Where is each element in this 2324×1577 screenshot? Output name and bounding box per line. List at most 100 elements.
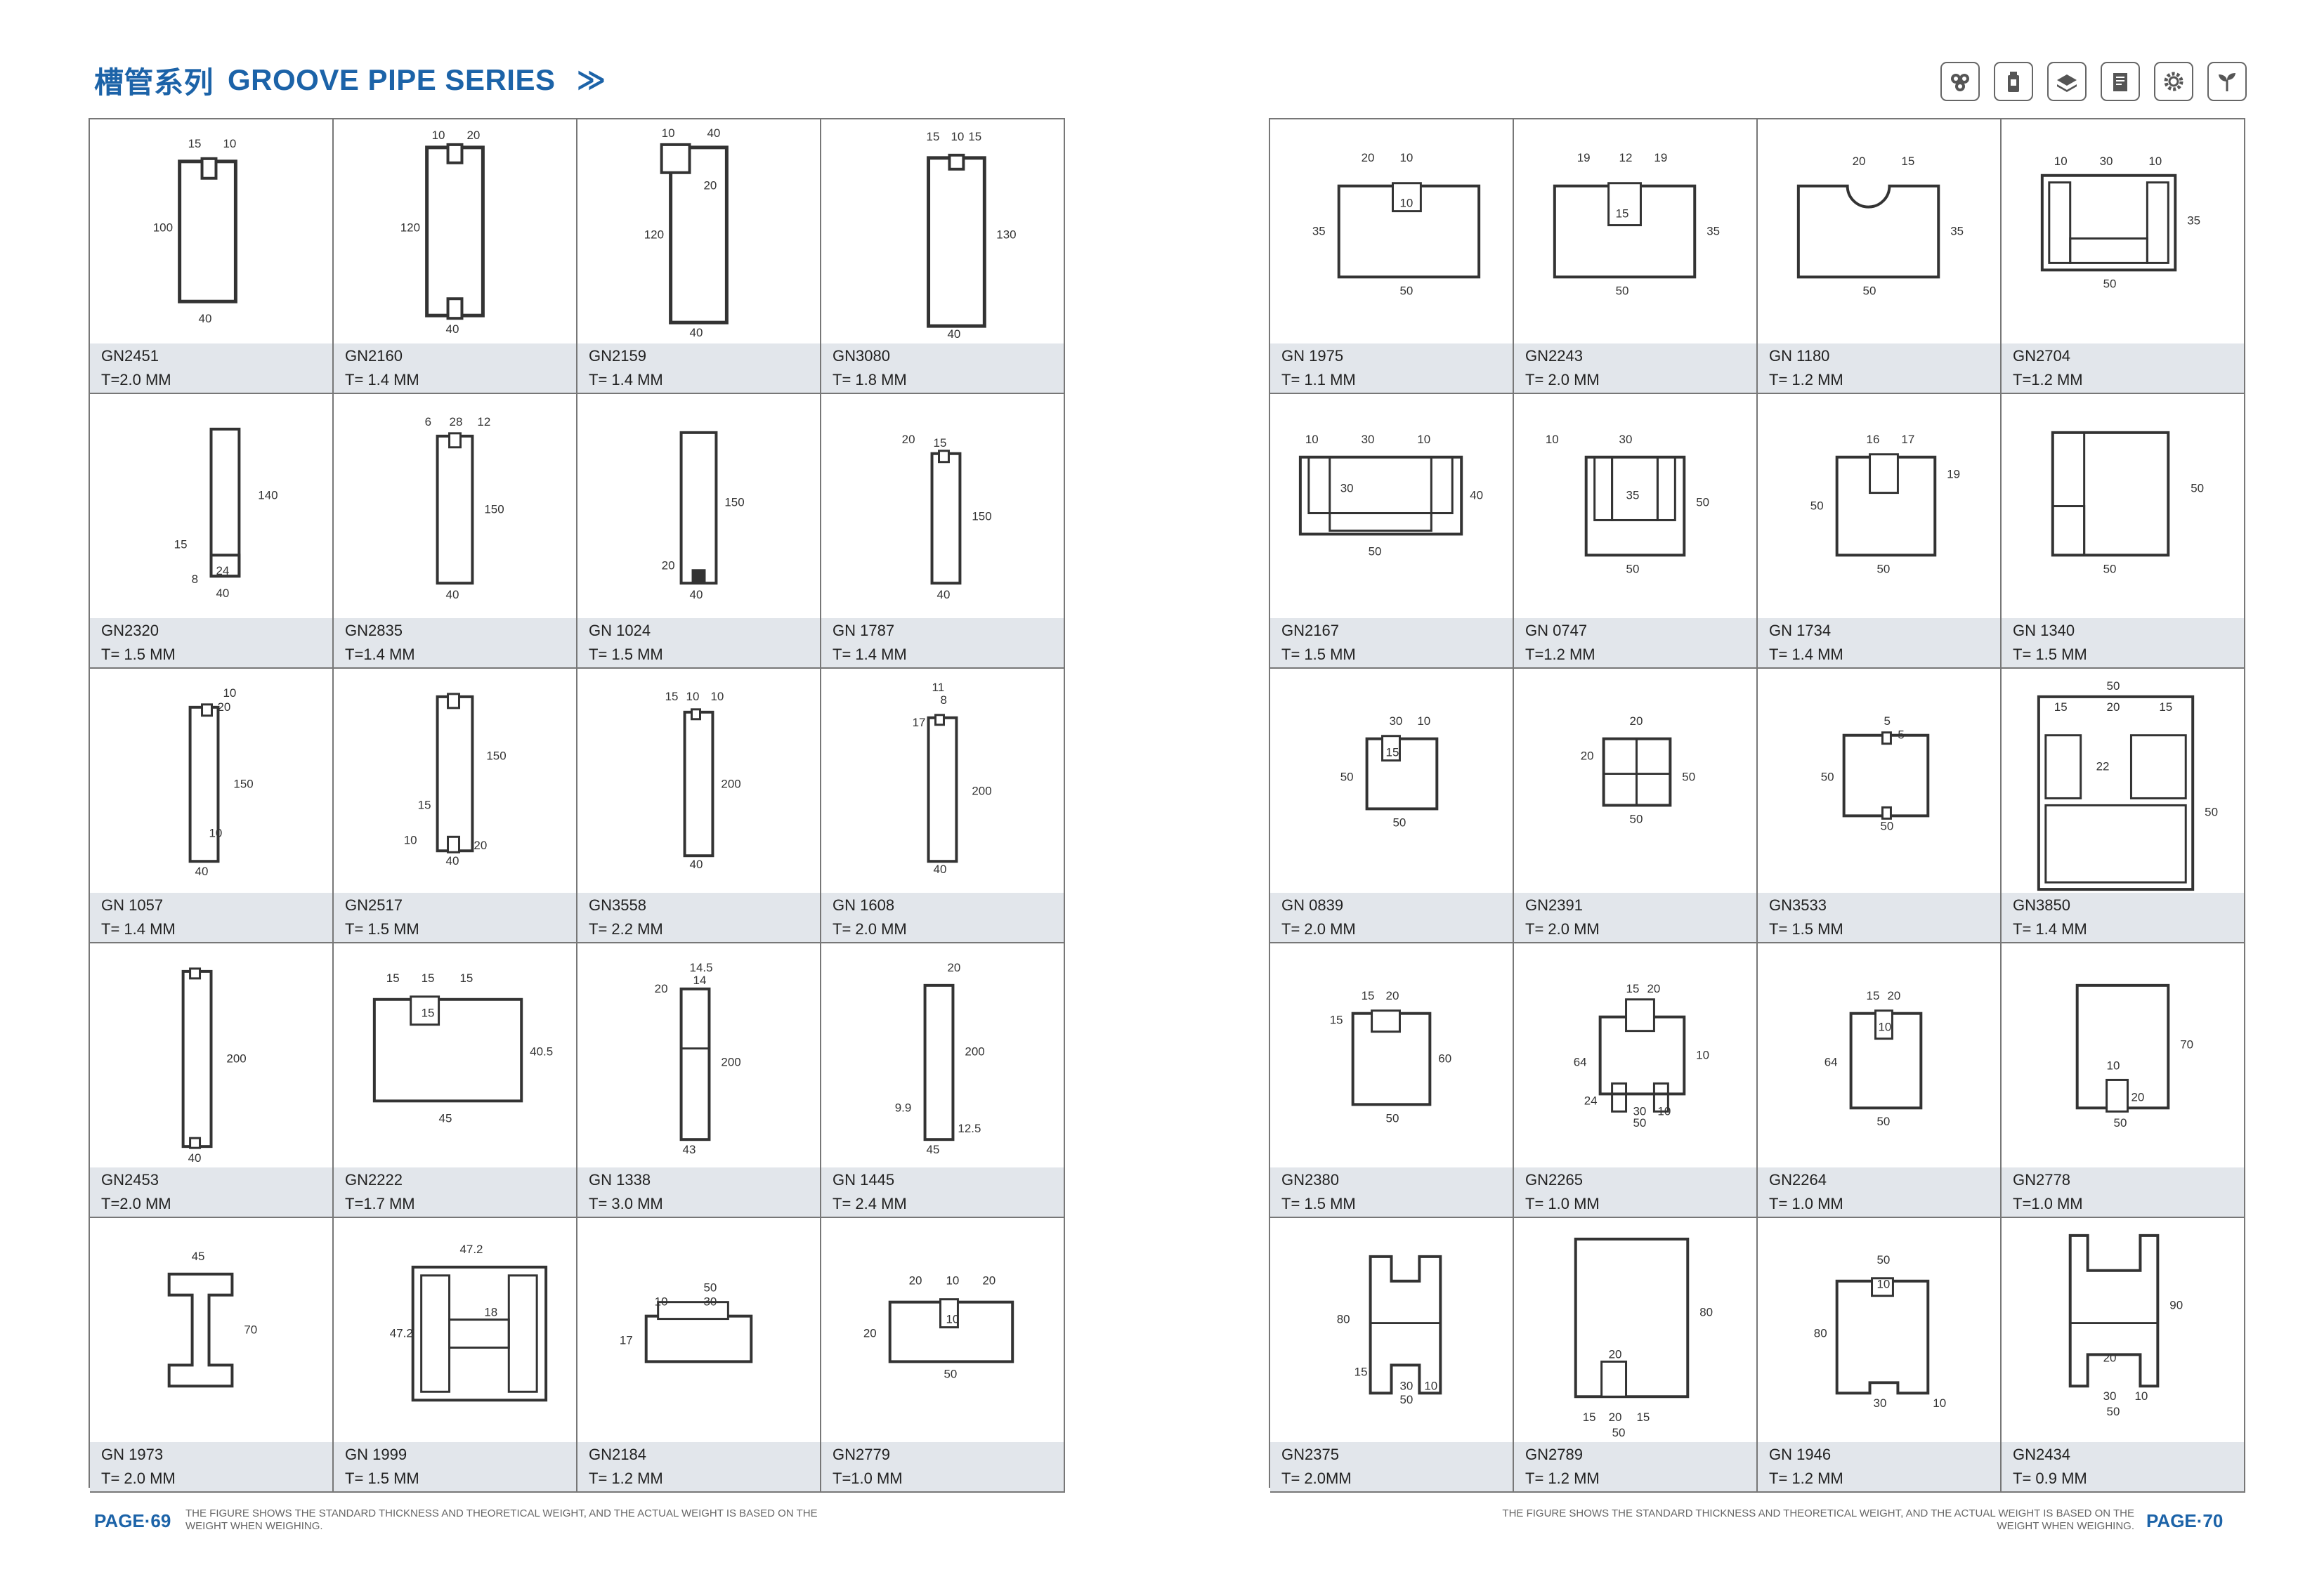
product-thickness: T= 1.2 MM: [1769, 1470, 1843, 1488]
dim-label: 150: [486, 750, 506, 763]
dim-label: 50: [1630, 812, 1643, 825]
dim-label: 11: [932, 681, 945, 694]
dim-label: 50: [2107, 679, 2120, 693]
footer-note-line: WEIGHT WHEN WEIGHING.: [185, 1520, 323, 1532]
footer-note-left: THE FIGURE SHOWS THE STANDARD THICKNESS …: [185, 1507, 916, 1533]
chevrons-icon: ≫: [576, 65, 606, 96]
product-code: GN3080: [833, 347, 890, 365]
dim-label: 15: [1386, 746, 1399, 759]
dim-label: 100: [153, 221, 173, 235]
product-thickness: T= 2.0 MM: [1281, 920, 1356, 938]
dim-label: 40: [446, 322, 459, 336]
product-thickness: T= 1.1 MM: [1281, 371, 1356, 389]
product-code: GN 1946: [1769, 1446, 1832, 1464]
dim-label: 30: [1399, 1380, 1413, 1393]
dim-label: 15: [1901, 155, 1914, 168]
dim-label: 20: [1887, 989, 1900, 1002]
dim-label: 35: [1312, 225, 1326, 238]
dim-label: 47.2: [390, 1327, 413, 1340]
dim-label: 120: [644, 228, 664, 242]
product-code: GN 1057: [101, 896, 164, 915]
dim-label: 40: [690, 858, 703, 871]
dim-label: 16: [1867, 433, 1880, 446]
dim-label: 20: [474, 839, 487, 852]
dim-label: 10: [946, 1274, 959, 1288]
dim-label: 50: [1682, 771, 1695, 784]
dim-label: 15: [1616, 207, 1629, 221]
dim-label: 18: [484, 1306, 497, 1319]
product-thickness: T= 2.2 MM: [589, 920, 663, 938]
dim-label: 10: [2134, 1389, 2148, 1403]
plant-icon: [2207, 62, 2247, 101]
dim-label: 15: [422, 971, 435, 985]
product-code: GN2375: [1281, 1446, 1339, 1464]
dim-label: 200: [721, 778, 740, 791]
dim-label: 50: [1696, 496, 1709, 509]
footer-note-line: THE FIGURE SHOWS THE STANDARD THICKNESS …: [1502, 1507, 2134, 1519]
dim-label: 35: [2187, 214, 2200, 228]
dim-label: 10: [2054, 155, 2068, 168]
dim-label: 40: [199, 312, 212, 325]
product-code: GN 1608: [833, 896, 895, 915]
product-code: GN 1975: [1281, 347, 1344, 365]
page-number-left: PAGE·69: [94, 1510, 171, 1531]
dim-label: 40: [1470, 489, 1483, 502]
dim-label: 15: [927, 130, 940, 143]
dim-label: 45: [927, 1143, 940, 1156]
dim-label: 40: [446, 588, 459, 601]
dim-label: 50: [1877, 1253, 1891, 1267]
product-thickness: T= 1.4 MM: [1769, 646, 1843, 664]
dim-label: 40: [690, 588, 703, 601]
dim-label: 20: [863, 1327, 877, 1340]
dim-label: 10: [1696, 1049, 1709, 1062]
dim-label: 50: [1863, 284, 1876, 297]
dim-label: 15: [2054, 700, 2068, 714]
dim-label: 15: [934, 436, 947, 450]
dim-label: 15: [1867, 989, 1880, 1002]
dim-label: 10: [686, 690, 700, 703]
dim-label: 15: [2159, 700, 2172, 714]
dim-label: 10: [1879, 1021, 1892, 1034]
dim-label: 15: [1626, 982, 1640, 995]
title-english: GROOVE PIPE SERIES: [228, 63, 556, 96]
product-thickness: T= 1.5 MM: [101, 646, 176, 664]
dim-label: 15: [386, 971, 400, 985]
dim-label: 17: [913, 716, 926, 729]
footer-note-line: THE FIGURE SHOWS THE STANDARD THICKNESS …: [185, 1507, 818, 1519]
product-thickness: T= 1.0 MM: [1769, 1195, 1843, 1213]
product-code: GN2517: [345, 896, 403, 915]
